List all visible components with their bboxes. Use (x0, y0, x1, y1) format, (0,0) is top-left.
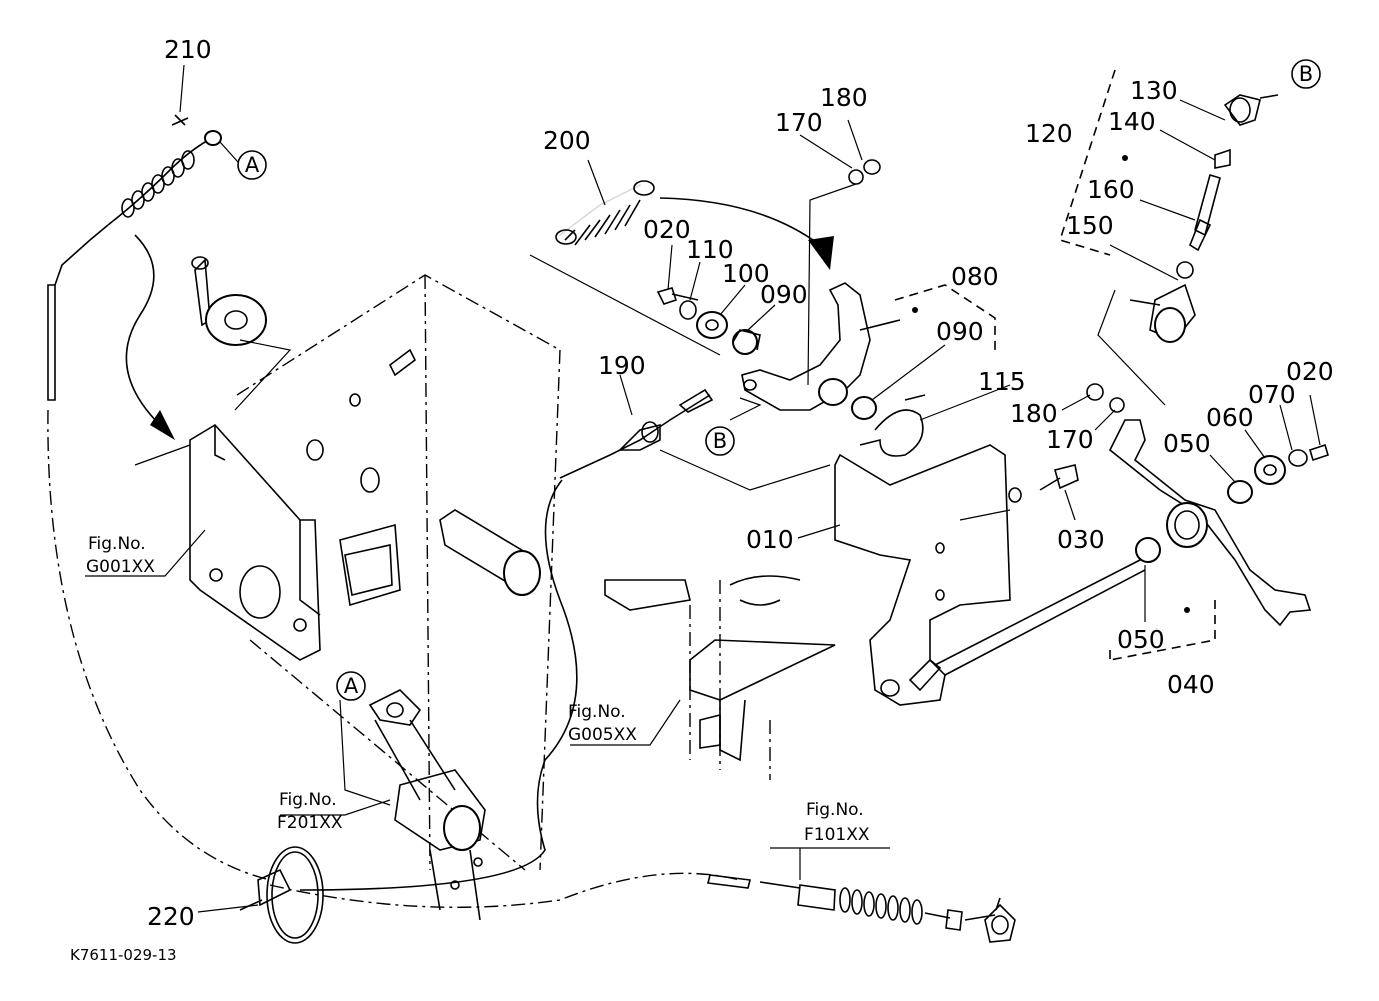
part-label-020: 020 (643, 215, 691, 244)
rod-end-120-drawing (1058, 69, 1279, 406)
part-label-180: 180 (820, 83, 868, 112)
part-label-200: 200 (543, 126, 591, 155)
part-label-080: 080 (951, 262, 999, 291)
fig-ref-line2: F101XX (804, 825, 870, 845)
callout-b-middle: B (705, 426, 735, 456)
callout-letter: A (344, 674, 359, 698)
bracket-010-drawing (834, 444, 1146, 706)
part-label-160: 160 (1087, 175, 1135, 204)
frame-g005-drawing (604, 575, 836, 780)
callout-b-top-right: B (1291, 59, 1321, 89)
lever-080-drawing (656, 159, 926, 457)
part-label-060: 060 (1206, 403, 1254, 432)
part-label-130: 130 (1130, 76, 1178, 105)
part-label-220: 220 (147, 902, 195, 931)
fig-ref-line2: G001XX (86, 557, 155, 577)
part-label-120: 120 (1025, 119, 1073, 148)
cable-190-drawing (299, 388, 831, 891)
figure-reference-g005: Fig.No. G005XX (568, 702, 637, 745)
callout-a-top: A (237, 150, 267, 180)
part-label-210: 210 (164, 35, 212, 64)
part-label-170: 170 (1046, 425, 1094, 454)
part-label-010: 010 (746, 525, 794, 554)
fig-ref-line2: F201XX (277, 813, 343, 833)
leader-lines (85, 64, 1321, 913)
fig-ref-line1: Fig.No. (279, 790, 337, 810)
part-label-170: 170 (775, 108, 823, 137)
part-label-020: 020 (1286, 357, 1334, 386)
part-label-190: 190 (598, 351, 646, 380)
part-label-115: 115 (978, 367, 1026, 396)
callout-letter: A (245, 153, 260, 177)
part-label-030: 030 (1057, 525, 1105, 554)
figure-reference-f201: Fig.No. F201XX (277, 790, 343, 833)
fig-ref-line1: Fig.No. (806, 800, 864, 820)
drawing-code: K7611-029-13 (70, 946, 177, 964)
fig-ref-line1: Fig.No. (568, 702, 626, 722)
figure-reference-f101: Fig.No. F101XX (804, 800, 870, 845)
part-label-150: 150 (1066, 211, 1114, 240)
part-label-090: 090 (760, 280, 808, 309)
cable-f101-drawing (239, 846, 1016, 944)
part-label-100: 100 (722, 259, 770, 288)
part-label-140: 140 (1108, 107, 1156, 136)
part-label-090: 090 (936, 317, 984, 346)
fig-ref-line2: G005XX (568, 725, 637, 745)
pedal-bracket-drawing (189, 256, 561, 921)
part-label-070: 070 (1248, 380, 1296, 409)
part-label-050: 050 (1117, 625, 1165, 654)
part-label-110: 110 (686, 235, 734, 264)
figure-reference-g001: Fig.No. G001XX (86, 534, 155, 577)
part-label-040: 040 (1167, 670, 1215, 699)
part-label-050: 050 (1163, 429, 1211, 458)
callout-a-bottom: A (336, 671, 366, 701)
callout-letter: B (713, 429, 727, 453)
part-number-labels: 210 200 180 170 020 110 100 090 080 090 … (147, 35, 1334, 931)
fig-ref-line1: Fig.No. (88, 534, 146, 554)
spring-200-drawing (529, 180, 834, 356)
callout-letter: B (1299, 62, 1313, 86)
part-label-180: 180 (1010, 399, 1058, 428)
lever-040-drawing (1086, 383, 1329, 661)
throttle-cable-left (47, 114, 271, 881)
